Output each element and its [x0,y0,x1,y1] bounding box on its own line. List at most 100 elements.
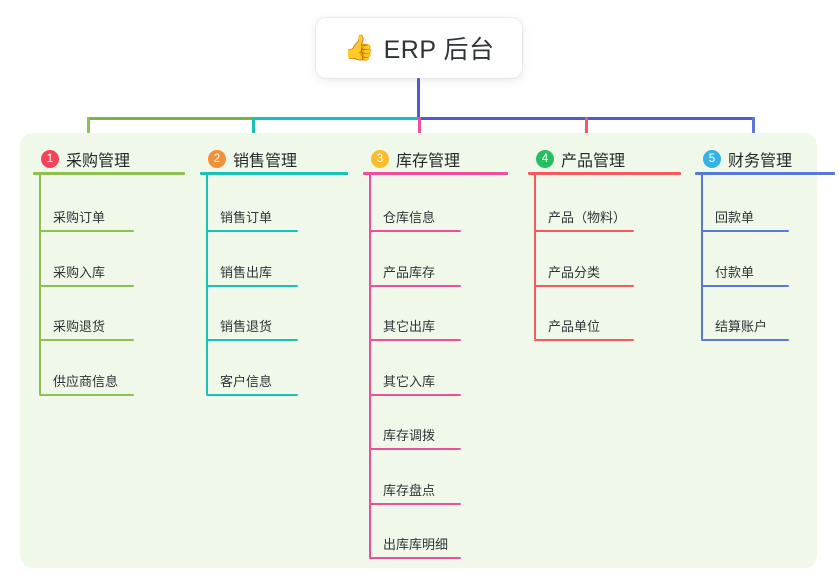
leaf-label: 销售退货 [220,319,273,334]
leaf-underline [39,393,134,396]
leaf-underline [39,284,134,287]
leaf-underline [369,557,461,559]
branch-number-badge-1: 1 [41,150,59,168]
leaf-node[interactable]: 产品（物料） [534,200,634,232]
leaf-label: 采购退货 [53,319,106,334]
branch-number-badge-4: 4 [536,150,554,168]
bus-green-segment [87,117,255,120]
branch-title-5: 财务管理 [728,153,793,170]
leaf-label: 销售出库 [220,264,273,280]
leaf-node[interactable]: 库存盘点 [369,473,461,505]
leaf-label: 结算账户 [715,319,768,334]
leaf-label: 产品（物料） [548,210,627,225]
branch-header-1[interactable]: 1 采购管理 [33,146,130,172]
leaf-label: 出库库明细 [383,537,449,552]
leaf-underline [701,230,789,232]
branch-underline-3 [363,172,508,175]
leaf-label: 仓库信息 [383,210,436,225]
drop-line-1 [87,117,90,142]
branch-stem-4 [534,172,536,339]
drop-line-3 [418,117,421,142]
leaf-node[interactable]: 其它入库 [369,364,461,396]
leaf-underline [369,393,461,396]
leaf-node[interactable]: 采购入库 [39,255,134,287]
branch-underline-5 [695,172,835,175]
branch-title-3: 库存管理 [396,153,461,170]
branch-header-5[interactable]: 5 财务管理 [695,146,792,172]
leaf-node[interactable]: 付款单 [701,255,789,287]
leaf-underline [206,393,298,396]
branches-panel [20,133,817,568]
leaf-node[interactable]: 产品单位 [534,309,634,341]
branch-title-4: 产品管理 [561,153,626,170]
leaf-node[interactable]: 产品库存 [369,255,461,287]
branch-stem-3 [369,172,371,557]
bus-teal-segment [252,117,421,120]
leaf-underline [39,230,134,232]
leaf-underline [701,284,789,287]
leaf-node[interactable]: 回款单 [701,200,789,232]
leaf-underline [369,339,461,341]
leaf-underline [39,339,134,341]
branch-header-2[interactable]: 2 销售管理 [200,146,297,172]
branch-underline-2 [200,172,348,175]
leaf-node[interactable]: 产品分类 [534,255,634,287]
leaf-label: 客户信息 [220,373,273,389]
leaf-node[interactable]: 库存调拨 [369,418,461,450]
thumbs-up-icon: 👍 [343,33,375,62]
leaf-underline [206,339,298,341]
branch-stem-1 [39,172,41,394]
leaf-label: 供应商信息 [53,373,119,389]
leaf-label: 产品分类 [548,264,601,280]
drop-line-5 [752,117,755,142]
leaf-node[interactable]: 采购订单 [39,200,134,232]
drop-line-4 [585,117,588,142]
leaf-label: 采购入库 [53,264,106,280]
leaf-underline [369,284,461,287]
leaf-node[interactable]: 采购退货 [39,309,134,341]
leaf-node[interactable]: 客户信息 [206,364,298,396]
leaf-label: 采购订单 [53,210,106,225]
branch-title-1: 采购管理 [66,153,131,170]
root-title: ERP 后台 [383,36,495,64]
leaf-node[interactable]: 销售订单 [206,200,298,232]
leaf-underline [369,502,461,505]
leaf-label: 产品单位 [548,319,601,334]
branch-title-2: 销售管理 [233,153,298,170]
leaf-label: 其它入库 [383,373,436,389]
leaf-node[interactable]: 仓库信息 [369,200,461,232]
branch-number-badge-2: 2 [208,150,226,168]
leaf-node[interactable]: 其它出库 [369,309,461,341]
leaf-node[interactable]: 出库库明细 [369,527,461,559]
leaf-node[interactable]: 供应商信息 [39,364,134,396]
leaf-label: 其它出库 [383,319,436,334]
leaf-label: 库存盘点 [383,482,436,498]
leaf-underline [534,339,634,341]
leaf-underline [206,230,298,232]
leaf-label: 库存调拨 [383,428,436,443]
leaf-label: 付款单 [715,264,755,280]
leaf-node[interactable]: 结算账户 [701,309,789,341]
root-node[interactable]: 👍 ERP 后台 [316,18,522,78]
leaf-underline [701,339,789,341]
trunk-line [417,78,420,120]
branch-underline-4 [528,172,681,175]
leaf-node[interactable]: 销售出库 [206,255,298,287]
drop-line-2 [252,117,255,142]
branch-stem-5 [701,172,703,339]
leaf-label: 产品库存 [383,264,436,280]
branch-header-4[interactable]: 4 产品管理 [528,146,625,172]
leaf-node[interactable]: 销售退货 [206,309,298,341]
branch-number-badge-5: 5 [703,150,721,168]
branch-number-badge-3: 3 [371,150,389,168]
branch-header-3[interactable]: 3 库存管理 [363,146,460,172]
branch-underline-1 [33,172,185,175]
leaf-label: 回款单 [715,210,755,225]
leaf-underline [534,284,634,287]
leaf-label: 销售订单 [220,210,273,225]
leaf-underline [534,230,634,232]
leaf-underline [369,230,461,232]
branch-stem-2 [206,172,208,394]
leaf-underline [369,448,461,450]
